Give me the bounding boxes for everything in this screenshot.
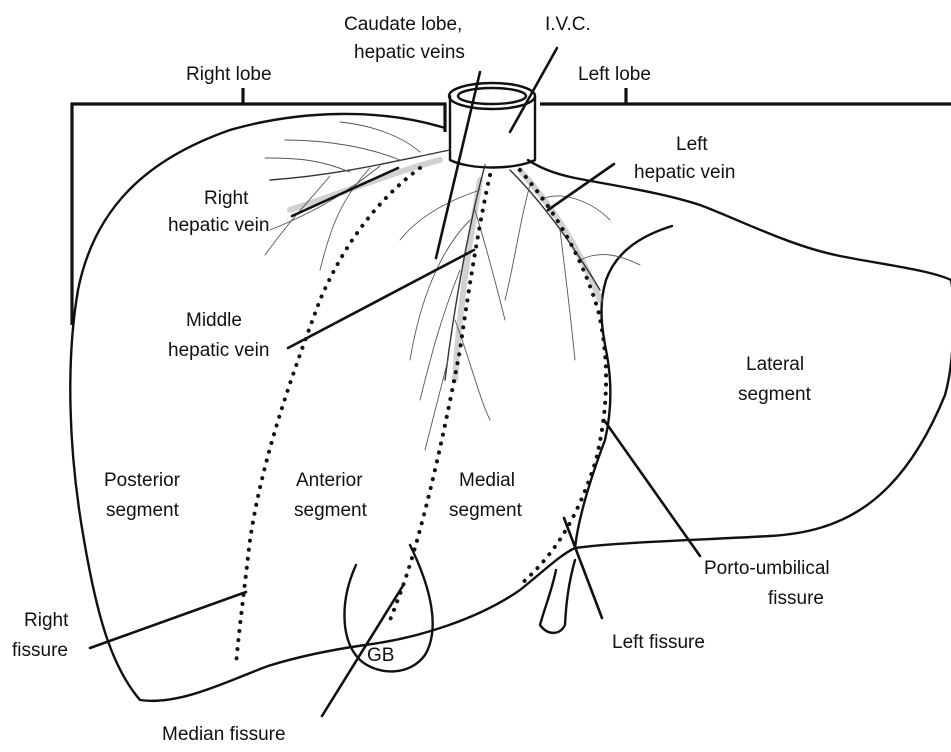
left-fissure-label: Left fissure [612, 632, 705, 653]
caudate-label-1: Caudate lobe, [344, 14, 462, 35]
medial-label-2: segment [449, 500, 523, 521]
right-hv-branch [340, 122, 420, 152]
left-hv-branch [505, 185, 530, 300]
right-fissure-leader [90, 592, 246, 648]
left-hv-branch [580, 255, 640, 265]
lateral-label-1: Lateral [746, 354, 804, 375]
left-lobe-label: Left lobe [578, 64, 651, 85]
right-hv-branch [265, 158, 350, 172]
lateral-label-2: segment [738, 384, 812, 405]
vein-shading-left [520, 170, 600, 300]
middle-hv-branch [400, 190, 480, 240]
ivc-lumen [458, 88, 526, 104]
middle-hv-branch [455, 320, 490, 420]
left-hv-leader [548, 164, 614, 210]
middle-hv-leader [288, 250, 474, 348]
round-ligament [540, 560, 575, 633]
right-hv-leader [292, 168, 398, 216]
middle-hv-label-1: Middle [186, 310, 242, 331]
right-hv-label-2: hepatic vein [168, 215, 269, 236]
porto-label-2: fissure [768, 588, 824, 609]
caudate-label-2: hepatic veins [354, 42, 465, 63]
right-hv-branch [285, 140, 400, 160]
right-fissure-label-2: fissure [12, 640, 68, 661]
left-fissure-leader [564, 518, 602, 618]
right-fissure-label-1: Right [24, 610, 69, 631]
left-hv-label-1: Left [676, 134, 708, 155]
posterior-label-2: segment [106, 500, 180, 521]
left-hv-label-2: hepatic vein [634, 162, 735, 183]
middle-hv-label-2: hepatic vein [168, 340, 269, 361]
right-lobe-label: Right lobe [186, 64, 272, 85]
median-fissure-label: Median fissure [162, 724, 286, 745]
right-hv-label-1: Right [204, 188, 249, 209]
posterior-label-1: Posterior [104, 470, 181, 491]
porto-label-1: Porto-umbilical [704, 558, 830, 579]
right-hv-branch [265, 176, 330, 255]
ivc-label: I.V.C. [545, 14, 591, 35]
anterior-label-1: Anterior [296, 470, 363, 491]
gb-label: GB [367, 645, 394, 666]
liver-outline [70, 114, 951, 701]
anterior-label-2: segment [294, 500, 368, 521]
middle-hv-branch [425, 360, 448, 450]
vein-shading-middle [455, 180, 480, 380]
porto-leader [604, 420, 700, 556]
medial-label-1: Medial [459, 470, 515, 491]
